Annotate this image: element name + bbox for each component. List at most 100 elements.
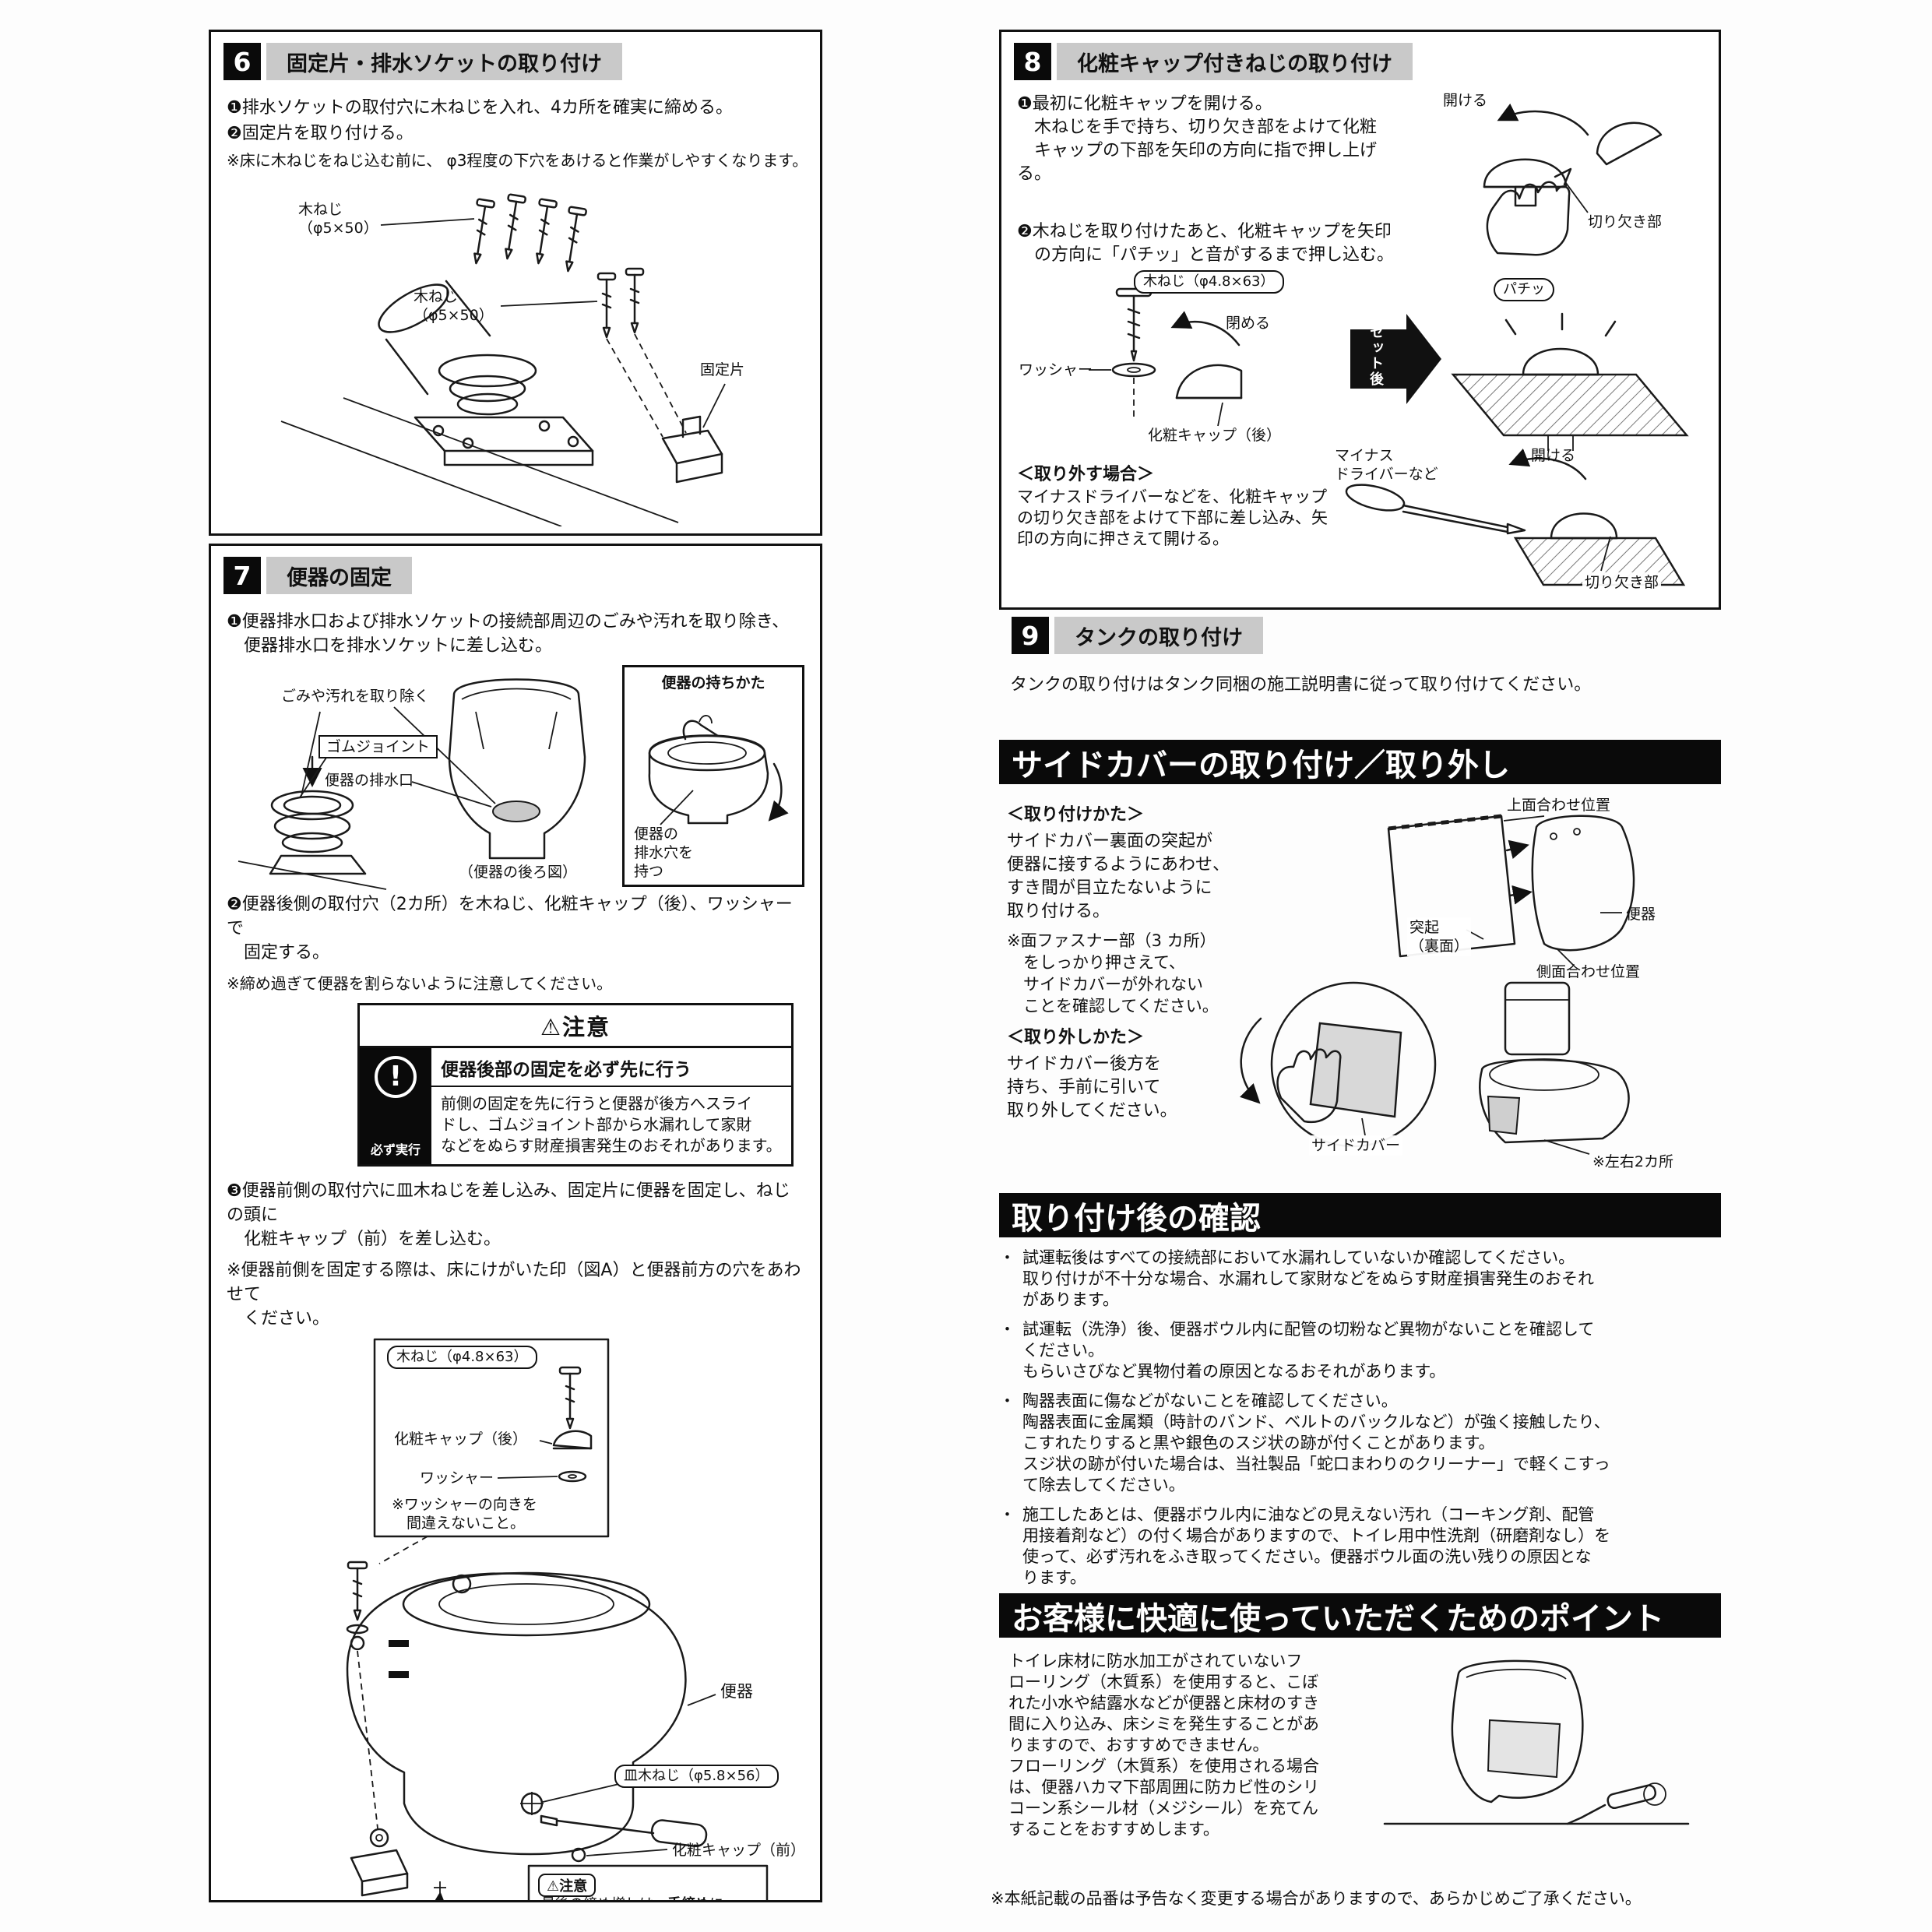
label-close: 閉める <box>1226 315 1271 332</box>
caution-box-content: ! 必ず実行 便器後部の固定を必ず先に行う 前側の固定を先に行うと便器が後方へス… <box>360 1048 791 1164</box>
section-6: 6 固定片・排水ソケットの取り付け ❶排水ソケットの取付穴に木ねじを入れ、4カ所… <box>209 30 822 536</box>
section-8-header: 8 化粧キャップ付きねじの取り付け <box>1014 43 1706 80</box>
label-protrusion: 突起 （裏面） <box>1407 917 1472 956</box>
label-cap-rear: 化粧キャップ（後） <box>394 1431 528 1448</box>
install-text: サイドカバー裏面の突起が 便器に接するようにあわせ、 すき間が目立たないように … <box>1007 832 1230 921</box>
label-notch: 切り欠き部 <box>1588 213 1663 231</box>
exclamation-icon: ! <box>375 1056 417 1098</box>
caution-paragraph: 前側の固定を先に行うと便器が後方へスライ ドし、ゴムジョイント部から水漏れして家… <box>441 1094 782 1155</box>
footer-note: ※本紙記載の品番は予告なく変更する場合がありますので、あらかじめご了承ください。 <box>991 1889 1642 1908</box>
post-install-check-list: ・ 試運転後はすべての接続部において水漏れしていないか確認してください。 取り付… <box>999 1248 1721 1597</box>
open-cap-illustration: 開ける 切り欠き部 <box>1410 90 1698 257</box>
label-both-sides-note: ※左右2カ所 <box>1592 1153 1674 1170</box>
section-6-illustration: 木ねじ （φ5×50） 木ねじ （φ5×50） 固定片 <box>227 180 804 526</box>
label-flathead-screwdriver: マイナス ドライバーなど <box>1335 447 1438 483</box>
note-text: ※便器前側を固定する際は、床にけがいた印（図A）と便器前方の穴をあわせて くださ… <box>227 1261 801 1328</box>
section-7-illustration-socket: ごみや汚れを取り除く ゴムジョイント 便器の排水口 （便器の後ろ図） 便器の持ち… <box>227 665 804 892</box>
label-washer: ワッシャー <box>420 1469 494 1487</box>
label-open: 開ける <box>1443 92 1488 109</box>
section-8: 8 化粧キャップ付きねじの取り付け ❶最初に化粧キャップを開ける。 木ねじを手で… <box>999 30 1721 610</box>
note-text: ※床に木ねじをねじ込む前に、 φ3程度の下穴をあけると作業がしやすくなります。 <box>227 151 808 170</box>
label-washer-direction-note: ※ワッシャーの向きを 間違えないこと。 <box>392 1496 537 1532</box>
check-item-text: 試運転（洗浄）後、便器ボウル内に配管の切粉など異物がないことを確認して ください… <box>1022 1320 1595 1381</box>
check-item: ・ 試運転後はすべての接続部において水漏れしていないか確認してください。 取り付… <box>999 1248 1721 1311</box>
label-mark-a: A <box>379 1898 394 1900</box>
step-text: ❸便器前側の取付穴に皿木ねじを差し込み、固定片に便器を固定し、ねじの頭に 化粧キ… <box>227 1181 790 1249</box>
section-8-number: 8 <box>1014 43 1051 80</box>
step-text: ❶最初に化粧キャップを開ける。 木ねじを手で持ち、切り欠き部をよけて化粧 キャッ… <box>1017 94 1378 184</box>
set-cap-illustration: 木ねじ（φ4.8×63） 閉める ワッシャー 化粧キャップ（後） セット後 パチ… <box>1017 270 1706 452</box>
caution-text-area: 便器後部の固定を必ず先に行う 前側の固定を先に行うと便器が後方へスライ ドし、ゴ… <box>431 1048 791 1164</box>
check-item-text: 試運転後はすべての接続部において水漏れしていないか確認してください。 取り付けが… <box>1022 1248 1594 1309</box>
bullet-marker: ・ <box>999 1392 1015 1410</box>
section-9-header: 9 タンクの取り付け <box>1012 617 1721 654</box>
bullet-marker: ・ <box>999 1320 1015 1339</box>
how-to-hold-title: 便器の持ちかた <box>661 674 765 692</box>
caution-title-text: 注意 <box>561 1014 611 1040</box>
label-hold-drain-hole: 便器の 排水穴を 持つ <box>634 825 694 880</box>
mini-caution-title-text: 注意 <box>559 1878 588 1895</box>
holding-toilet-drawing <box>648 715 789 825</box>
must-do-icon: ! 必ず実行 <box>360 1048 431 1164</box>
section-7: 7 便器の固定 ❶便器排水口および排水ソケットの接続部周辺のごみや汚れを取り除き… <box>209 544 822 1902</box>
label-open: 開ける <box>1531 447 1576 464</box>
section-7-body: ❶便器排水口および排水ソケットの接続部周辺のごみや汚れを取り除き、 便器排水口を… <box>211 600 820 1900</box>
comfort-points-bar: お客様に快適に使っていただくためのポイント <box>999 1593 1721 1638</box>
step-text: ❷木ねじを取り付けたあと、化粧キャップを矢印 の方向に「パチッ」と音がするまで押… <box>1017 222 1395 265</box>
check-item-text: 施工したあとは、便器ボウル内に油などの見えない汚れ（コーキング剤、配管 用接着剤… <box>1022 1505 1611 1587</box>
warning-icon: ⚠ <box>547 1878 560 1895</box>
label-top-align-position: 上面合わせ位置 <box>1507 797 1611 814</box>
must-do-label: 必ず実行 <box>370 1142 421 1157</box>
section-7-illustration-toilet: 木ねじ（φ4.8×63） 化粧キャップ（後） ワッシャー ※ワッシャーの向きを … <box>227 1338 806 1900</box>
remove-case-heading: ＜取り外す場合＞ <box>1017 465 1155 484</box>
note-text: ※締め過ぎて便器を割らないように注意してください。 <box>227 974 613 993</box>
remove-heading: ＜取り外しかた＞ <box>1007 1028 1145 1047</box>
caution-heading: 便器後部の固定を必ず先に行う <box>431 1048 791 1087</box>
section-6-header: 6 固定片・排水ソケットの取り付け <box>223 43 808 80</box>
section-6-body: ❶排水ソケットの取付穴に木ねじを入れ、4カ所を確実に締める。 ❷固定片を取り付け… <box>211 86 820 533</box>
step-text: ❷固定片を取り付ける。 <box>227 124 413 143</box>
label-wood-screw-spec: 木ねじ（φ4.8×63） <box>387 1346 537 1369</box>
caution-box-title: ⚠注意 <box>360 1005 791 1048</box>
caption-rear-view: （便器の後ろ図） <box>459 864 578 881</box>
section-7-title: 便器の固定 <box>266 557 412 594</box>
label-wood-screw-spec: 木ねじ（φ4.8×63） <box>1134 270 1284 294</box>
install-heading: ＜取り付けかた＞ <box>1007 805 1145 825</box>
bullet-marker: ・ <box>999 1505 1015 1524</box>
step-text: ❶便器排水口および排水ソケットの接続部周辺のごみや汚れを取り除き、 便器排水口を… <box>227 612 790 656</box>
flooring-caulking-drawing <box>1383 1659 1690 1825</box>
label-wood-screw-bottom: 木ねじ （φ5×50） <box>413 288 494 324</box>
label-cap-front: 化粧キャップ（前） <box>672 1842 806 1859</box>
how-to-hold-box: 便器の持ちかた 便器の 排水穴を 持つ <box>622 665 804 887</box>
drain-socket-drawing <box>280 193 726 526</box>
section-6-number: 6 <box>223 43 261 80</box>
set-cap-drawing <box>1089 287 1689 451</box>
label-fixing-piece: 固定片 <box>700 361 745 378</box>
post-install-check-bar: 取り付け後の確認 <box>999 1193 1721 1237</box>
open-cap-drawing <box>1483 103 1663 256</box>
label-set-after: セット後 <box>1367 325 1384 387</box>
section-9-number: 9 <box>1012 617 1049 654</box>
toilet-fixing-drawing <box>346 1338 769 1900</box>
side-cover-section-bar: サイドカバーの取り付け／取り外し <box>999 740 1721 784</box>
label-drain-outlet: 便器の排水口 <box>325 772 414 789</box>
side-cover-drawing <box>1240 814 1635 1155</box>
section-9-title: タンクの取り付け <box>1054 617 1263 654</box>
remove-cap-illustration: マイナス ドライバーなど 開ける 切り欠き部 <box>1335 446 1697 600</box>
label-side-cover: サイドカバー <box>1309 1135 1403 1156</box>
check-item: ・ 陶器表面に傷などがないことを確認してください。 陶器表面に金属類（時計のバン… <box>999 1391 1721 1496</box>
section-8-body: ❶最初に化粧キャップを開ける。 木ねじを手で持ち、切り欠き部をよけて化粧 キャッ… <box>1001 86 1719 600</box>
step-text: ❶排水ソケットの取付穴に木ねじを入れ、4カ所を確実に締める。 <box>227 98 733 118</box>
socket-and-rear-toilet-drawing <box>238 678 586 890</box>
section-8-title: 化粧キャップ付きねじの取り付け <box>1057 43 1413 80</box>
mini-caution-text-pre: 最後の締め増しは、 <box>541 1896 667 1900</box>
comfort-points-section: トイレ床材に防水加工がされていないフ ローリング（木質系）を使用すると、こぼ れ… <box>999 1646 1721 1856</box>
mini-caution-text: 最後の締め増しは、手締めに より行い便器を割らないよう にしてください。 <box>541 1895 723 1900</box>
check-item: ・ 施工したあとは、便器ボウル内に油などの見えない汚れ（コーキング剤、配管 用接… <box>999 1504 1721 1589</box>
step-text: ❷便器後側の取付穴（2カ所）を木ねじ、化粧キャップ（後）、ワッシャーで 固定する… <box>227 895 793 962</box>
mini-caution-text-post: に より行い便器を割らないよう にしてください。 <box>541 1896 723 1900</box>
label-rubber-joint: ゴムジョイント <box>318 735 438 758</box>
label-click-sound: パチッ <box>1494 278 1554 301</box>
warning-icon: ⚠ <box>540 1014 562 1040</box>
